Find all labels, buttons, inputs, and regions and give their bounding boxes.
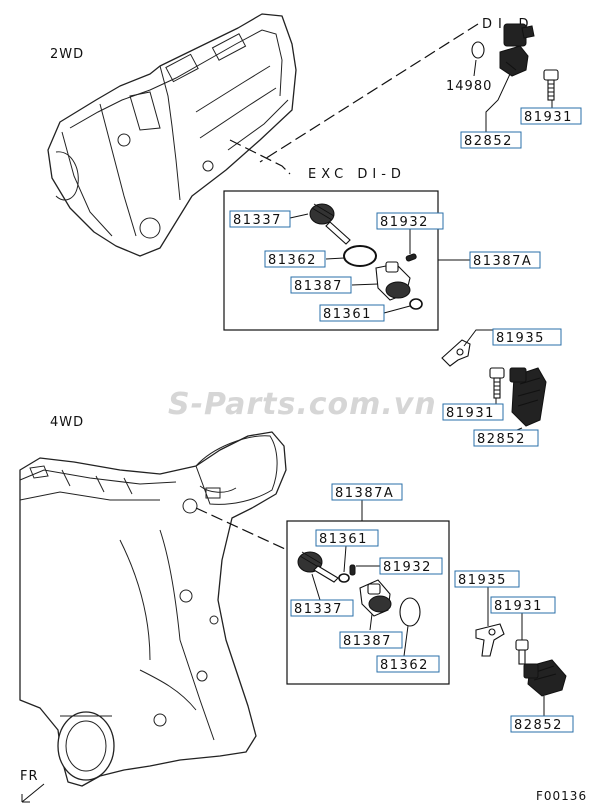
part-number-14980: 14980: [446, 79, 492, 94]
part-box-81362-b[interactable]: [376, 655, 440, 673]
bolt-81931-mid: [489, 367, 505, 399]
figure-code: F00136: [536, 789, 587, 803]
part-number-82852-top: 82852: [464, 134, 513, 149]
part-box-81931-bot[interactable]: [490, 596, 556, 614]
part-box-81931-mid[interactable]: [442, 403, 504, 421]
part-number-81337-a: 81337: [233, 213, 282, 228]
part-box-81361-a[interactable]: [319, 304, 385, 322]
part-box-82852-top[interactable]: [460, 131, 522, 149]
leader-81337-b: [311, 573, 321, 601]
part-box-81932-a[interactable]: [376, 212, 444, 230]
label-exc-di-d: EXC DI-D: [308, 167, 406, 182]
transmission-2wd: [47, 13, 297, 257]
sensor-82852-bot: [523, 659, 567, 697]
sleeve-81387-a: [375, 261, 411, 301]
leader-81362-a: [325, 257, 345, 260]
part-number-81387A-b: 81387A: [335, 486, 394, 501]
pin-81932-b: [349, 564, 356, 576]
leader-81361-a: [383, 305, 411, 314]
leader-81387-a: [351, 283, 379, 286]
part-number-81931-mid: 81931: [446, 406, 495, 421]
leader-81361-b: [343, 545, 347, 573]
part-box-81387-a[interactable]: [290, 276, 352, 294]
leader-82852-top: [485, 73, 511, 132]
oring-81361-b: [338, 573, 350, 583]
part-number-81361-b: 81361: [319, 532, 368, 547]
part-box-81337-a[interactable]: [229, 210, 291, 228]
sleeve-81387-b: [359, 579, 392, 617]
part-box-81361-b[interactable]: [315, 529, 379, 547]
watermark: S-Parts.com.vn: [168, 387, 437, 422]
gear-shaft-81337-b: [297, 551, 339, 583]
label-2wd: 2WD: [50, 47, 84, 62]
label-4wd: 4WD: [50, 415, 84, 430]
pin-81932-a: [405, 253, 417, 262]
bolt-81931-top: [543, 69, 559, 101]
part-number-81935-a: 81935: [496, 331, 545, 346]
part-box-82852-bot[interactable]: [510, 715, 574, 733]
part-box-81387A-a[interactable]: [469, 251, 541, 269]
part-number-81387A-a: 81387A: [473, 254, 532, 269]
part-box-81387A-b[interactable]: [331, 483, 403, 501]
part-box-81935-b[interactable]: [454, 570, 520, 588]
bracket-81935-b: [475, 623, 505, 657]
part-number-81361-a: 81361: [323, 307, 372, 322]
part-number-81932-a: 81932: [380, 215, 429, 230]
leader-81387-b: [369, 613, 373, 631]
leader-81337-a: [289, 213, 309, 219]
part-box-81932-b[interactable]: [379, 557, 443, 575]
part-number-82852-mid: 82852: [477, 432, 526, 447]
part-number-81931-top: 81931: [524, 110, 573, 125]
bolt-81931-bot: [515, 639, 529, 665]
part-number-81387-a: 81387: [294, 279, 343, 294]
leader-dashed-exc: [229, 139, 291, 175]
gear-shaft-81337-a: [309, 203, 351, 245]
part-box-81337-b[interactable]: [290, 599, 354, 617]
sensor-82852-mid: [509, 367, 547, 427]
leader-dashed-4wd: [195, 507, 297, 555]
sensor-82852-top: [471, 23, 535, 77]
part-box-81935-a[interactable]: [492, 328, 562, 346]
part-number-81362-a: 81362: [268, 253, 317, 268]
part-box-81931-top[interactable]: [520, 107, 582, 125]
leader-dashed-didi: [259, 23, 479, 163]
part-number-81362-b: 81362: [380, 658, 429, 673]
bracket-81935-a: [441, 339, 471, 367]
oring-81362-b: [399, 597, 421, 627]
part-number-81932-b: 81932: [383, 560, 432, 575]
part-box-81387-b[interactable]: [339, 631, 403, 649]
front-arrow-icon: [21, 783, 45, 803]
transmission-4wd: [19, 431, 287, 787]
part-number-81337-b: 81337: [294, 602, 343, 617]
leader-81362-b: [403, 625, 409, 657]
leader-81935-a: [463, 329, 494, 347]
part-number-81931-bot: 81931: [494, 599, 543, 614]
oring-81361-a: [409, 298, 423, 310]
oring-81362-a: [343, 245, 377, 267]
part-number-81935-b: 81935: [458, 573, 507, 588]
label-fr: FR: [20, 769, 39, 784]
part-box-81362-a[interactable]: [264, 250, 326, 268]
leader-14980: [473, 59, 477, 77]
part-number-82852-bot: 82852: [514, 718, 563, 733]
part-box-82852-mid[interactable]: [473, 429, 539, 447]
part-number-81387-b: 81387: [343, 634, 392, 649]
